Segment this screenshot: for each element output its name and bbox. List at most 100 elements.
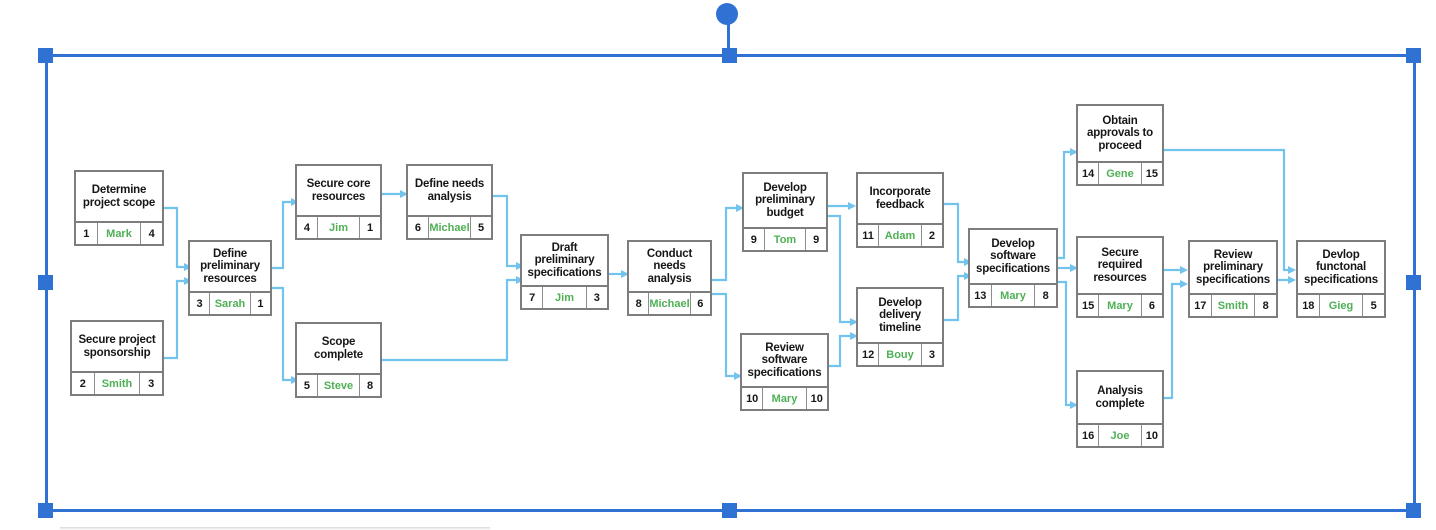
- node-title: Determine project scope: [82, 184, 156, 209]
- node-duration-cell: 9: [813, 233, 820, 246]
- node-id-cell: 5: [297, 375, 318, 396]
- rotate-handle[interactable]: [716, 3, 738, 25]
- node-id-cell: 3: [190, 293, 211, 314]
- node-id-cell: 10: [742, 388, 764, 409]
- node-id-cell: 11: [858, 225, 880, 246]
- node-owner-cell: Smith: [1212, 295, 1256, 316]
- resize-handle-bottom-center[interactable]: [722, 503, 737, 518]
- node-title: Review preliminary specifications: [1196, 248, 1270, 286]
- node-title: Develop delivery timeline: [878, 296, 922, 334]
- resize-handle-middle-right[interactable]: [1406, 275, 1421, 290]
- node-title: Review software specifications: [747, 341, 822, 379]
- node-id-cell: 14: [1078, 163, 1100, 184]
- node-id-cell: 9: [744, 229, 765, 250]
- node-title: Define preliminary resources: [200, 247, 260, 285]
- node-duration-cell: 1: [257, 297, 264, 310]
- resize-handle-bottom-right[interactable]: [1406, 503, 1421, 518]
- node-duration-cell: 1: [366, 221, 374, 234]
- node-id-cell: 2: [72, 373, 95, 394]
- resize-handle-bottom-left[interactable]: [38, 503, 53, 518]
- node-title: Define needs analysis: [414, 178, 485, 203]
- node-duration-cell: 2: [928, 229, 935, 242]
- node-owner-cell: Tom: [765, 229, 807, 250]
- node-owner-cell: Michael: [429, 217, 472, 238]
- node-owner-cell: Gieg: [1320, 295, 1364, 316]
- node-id-cell: 8: [629, 293, 650, 314]
- resize-handle-middle-left[interactable]: [38, 275, 53, 290]
- node-id-cell: 12: [858, 344, 880, 365]
- node-duration-cell: 3: [148, 377, 155, 390]
- node-id-cell: 13: [970, 285, 992, 306]
- node-title: Secure project sponsorship: [78, 334, 156, 359]
- node-title: Secure required resources: [1093, 246, 1147, 284]
- node-owner-cell: Smith: [95, 373, 141, 394]
- resize-handle-top-center[interactable]: [722, 48, 737, 63]
- node-title: Analysis complete: [1095, 385, 1145, 410]
- node-duration-cell: 8: [1262, 299, 1269, 312]
- node-duration-cell: 6: [1148, 299, 1155, 312]
- node-owner-cell: Mary: [763, 388, 807, 409]
- node-title: Draft preliminary specifications: [527, 241, 602, 279]
- node-duration-cell: 4: [148, 227, 155, 240]
- node-owner-cell: Steve: [318, 375, 361, 396]
- rotate-handle-stem: [727, 16, 730, 56]
- node-id-cell: 6: [408, 217, 429, 238]
- node-title: Obtain approvals to proceed: [1087, 114, 1153, 152]
- node-duration-cell: 6: [697, 297, 704, 310]
- node-title: Incorporate feedback: [869, 186, 931, 211]
- node-duration-cell: 8: [1042, 289, 1049, 302]
- node-title: Conduct needs analysis: [646, 247, 693, 285]
- node-id-cell: 18: [1298, 295, 1320, 316]
- node-id-cell: 4: [297, 217, 318, 238]
- node-owner-cell: Adam: [879, 225, 922, 246]
- node-duration-cell: 5: [477, 221, 485, 234]
- node-duration-cell: 3: [593, 291, 600, 304]
- node-title: Scope complete: [314, 336, 363, 361]
- node-id-cell: 16: [1078, 425, 1100, 446]
- node-title: Secure core resources: [306, 178, 371, 203]
- resize-handle-top-right[interactable]: [1406, 48, 1421, 63]
- node-owner-cell: Bouy: [879, 344, 922, 365]
- node-owner-cell: Mark: [98, 223, 142, 244]
- node-id-cell: 1: [76, 223, 98, 244]
- resize-handle-top-left[interactable]: [38, 48, 53, 63]
- node-duration-cell: 5: [1370, 299, 1377, 312]
- node-owner-cell: Mary: [1099, 295, 1142, 316]
- node-duration-cell: 3: [928, 348, 935, 361]
- canvas-bottom-divider: [60, 527, 490, 530]
